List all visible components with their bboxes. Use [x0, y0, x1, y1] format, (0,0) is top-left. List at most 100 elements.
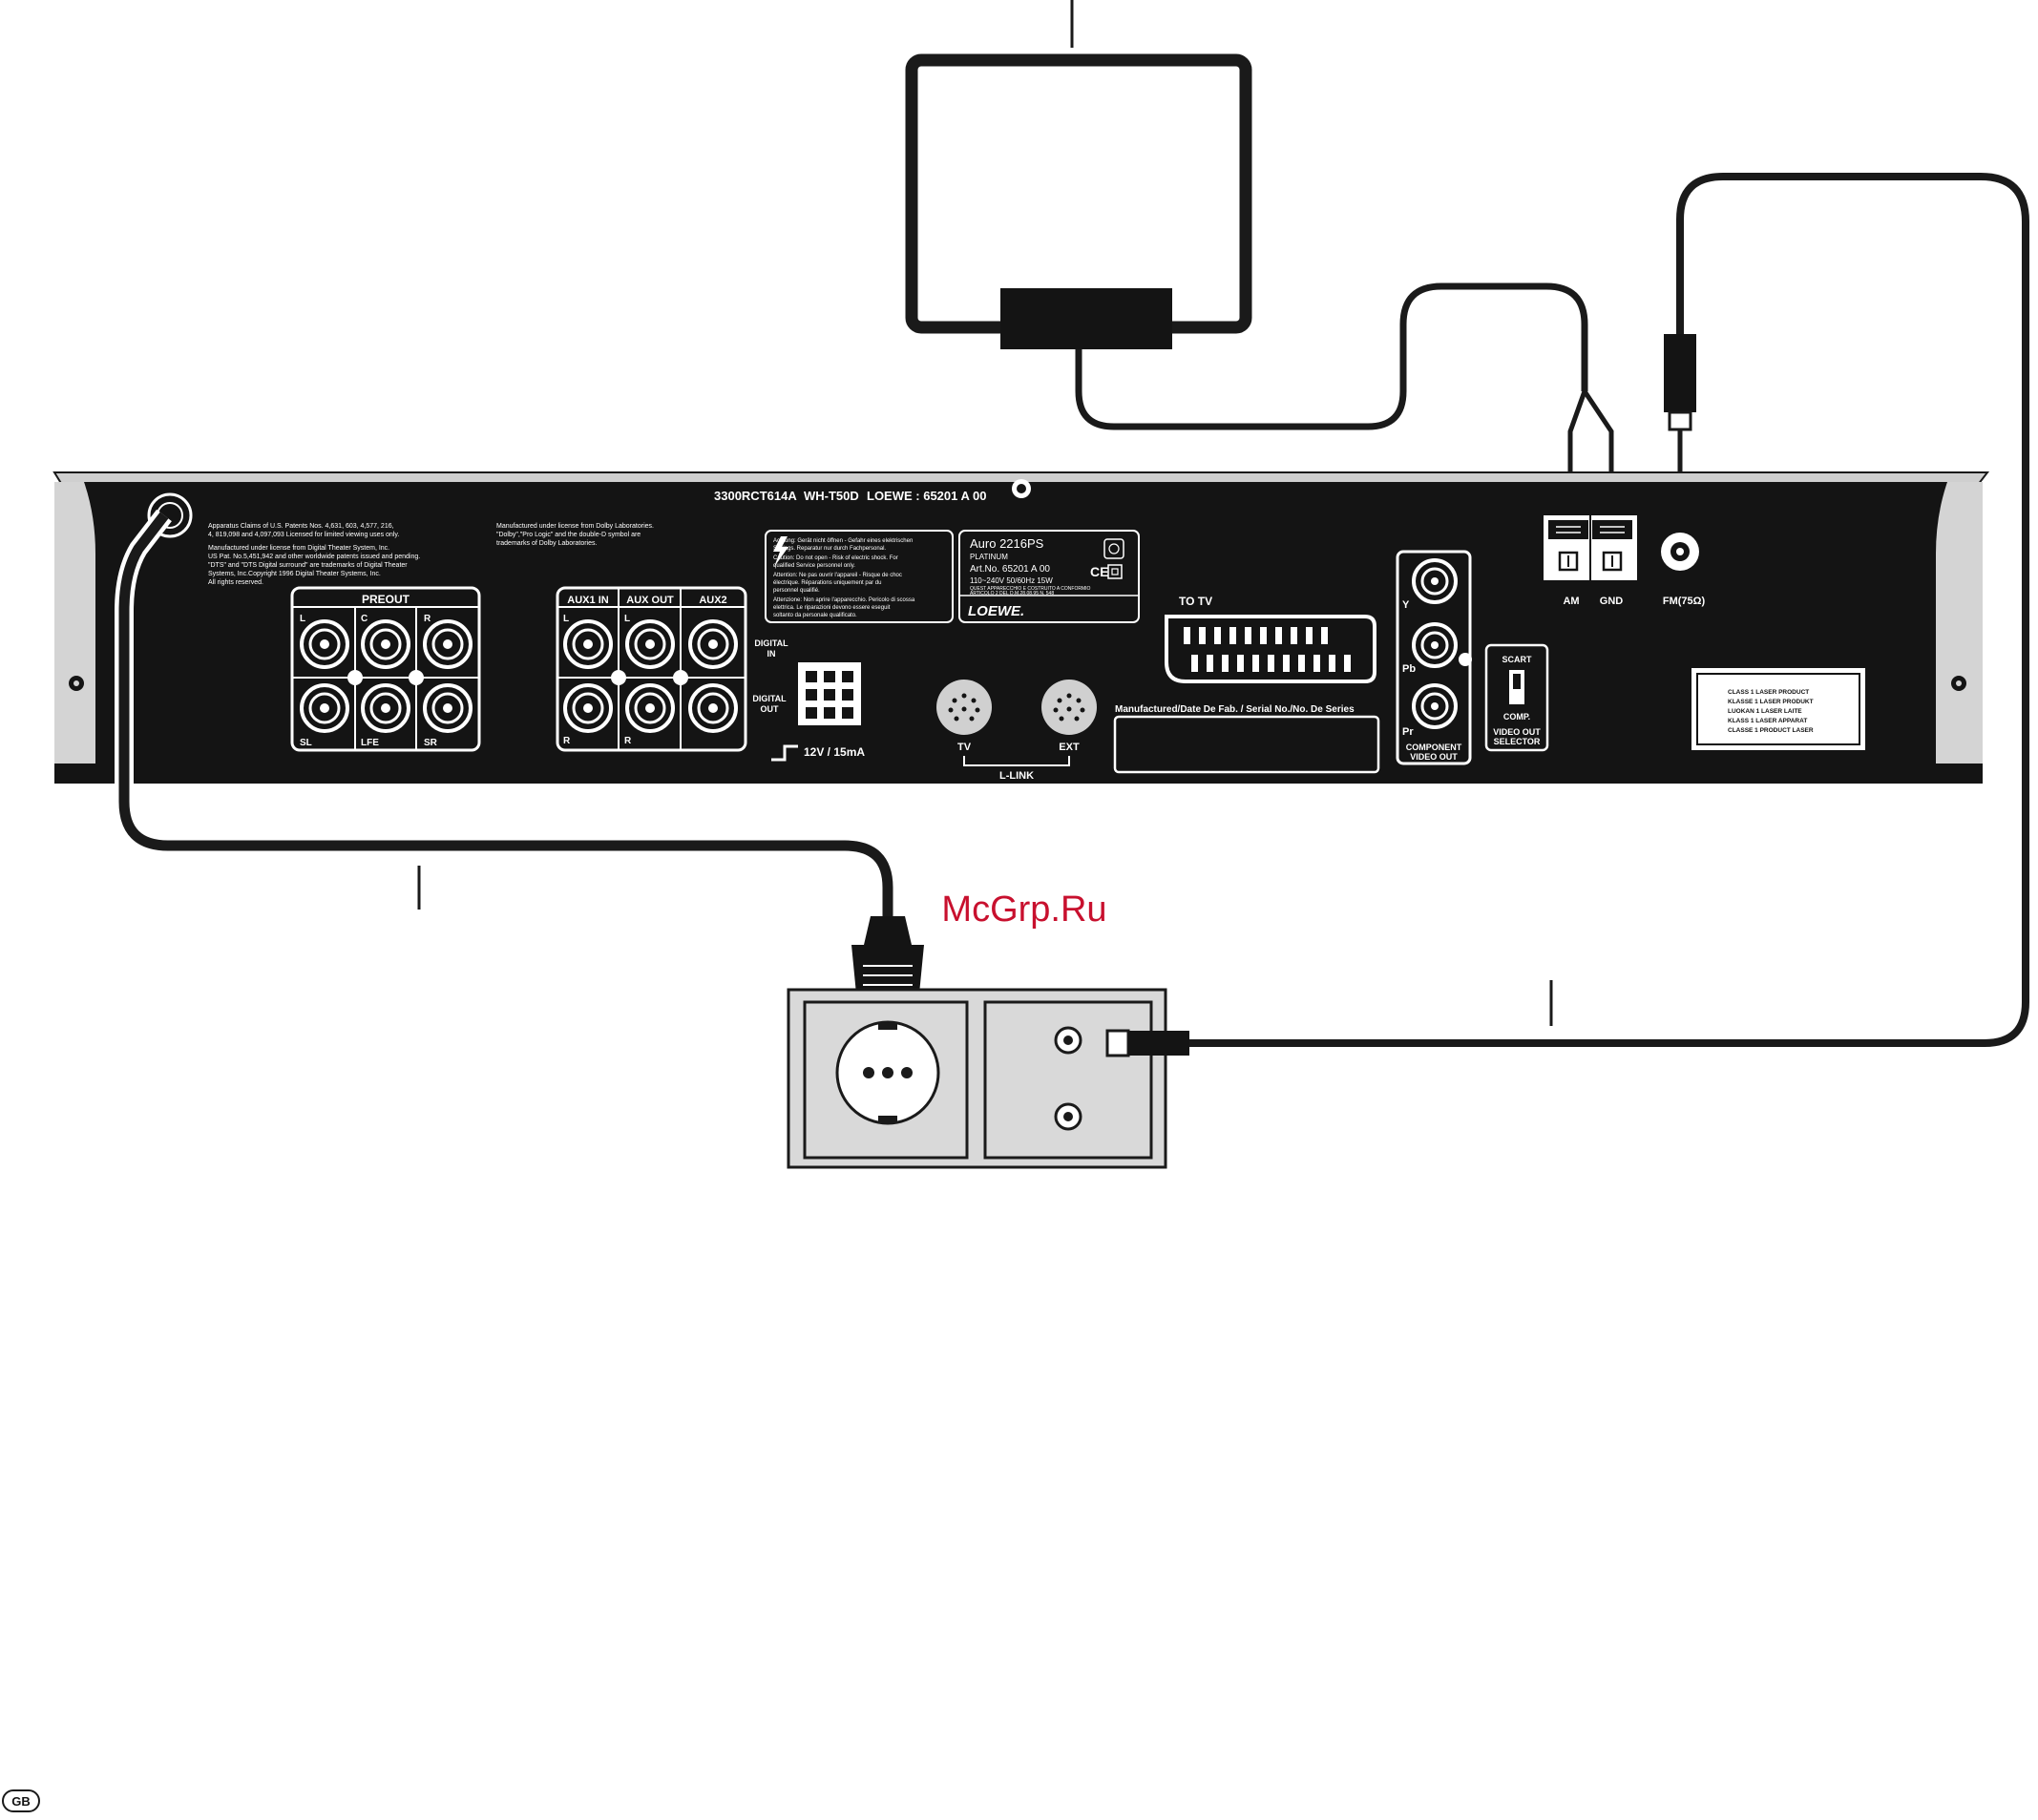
auxout-left-label: L	[624, 614, 630, 624]
selector-caption-2: SELECTOR	[1494, 737, 1541, 746]
preout-jack-sr[interactable]	[423, 683, 473, 733]
serial-label: Manufactured/Date De Fab. / Serial No./N…	[1115, 704, 1355, 715]
auxout-right-label: R	[624, 736, 632, 746]
am-loop-antenna	[905, 0, 1614, 520]
video-out-selector-switch[interactable]	[1509, 670, 1524, 704]
dolby-line-0: Manufactured under license from Dolby La…	[496, 523, 654, 530]
right-cheek	[1936, 482, 1983, 764]
aux-out-jack-l[interactable]	[625, 619, 675, 669]
patents-line-7: All rights reserved.	[208, 579, 263, 586]
recycle-icon	[1103, 538, 1124, 559]
warning-line-8: elettrica. Le riparazioni devono essere …	[773, 605, 891, 611]
left-cheek	[54, 482, 95, 764]
warning-line-2: Caution: Do not open - Risk of electric …	[773, 555, 898, 561]
digital-in-label-2: IN	[767, 649, 776, 659]
receiver-rear-panel: 3300RCT614A WH-T50D LOEWE : 65201 A 00 A…	[53, 471, 1990, 784]
gnd-terminal[interactable]	[1602, 551, 1623, 572]
aux1-in-jack-r[interactable]	[563, 683, 613, 733]
loewe-code: LOEWE : 65201 A 00	[867, 489, 986, 503]
page-badge: GB	[2, 1789, 40, 1812]
power-socket-label: 12V / 15mA	[804, 745, 865, 759]
digital-in-label-1: DIGITAL	[754, 638, 788, 648]
preout-label-sl: SL	[300, 738, 312, 748]
selector-frame	[1484, 643, 1549, 752]
dolby-line-2: trademarks of Dolby Laboratories.	[496, 540, 597, 547]
patents-line-5: "DTS" and "DTS Digital surround" are tra…	[208, 562, 408, 569]
page-badge-text: GB	[11, 1794, 31, 1809]
llink-ext-din-socket[interactable]	[1041, 680, 1097, 735]
preout-section: PREOUT L C R SL LFE SR	[290, 586, 481, 752]
laser-line-2: LUOKAN 1 LASER LAITE	[1728, 708, 1802, 715]
am-terminal[interactable]	[1558, 551, 1579, 572]
top-strip	[668, 483, 1050, 502]
digital-out-jack[interactable]	[688, 683, 738, 733]
aux-out-jack-r[interactable]	[625, 683, 675, 733]
aux1-right-label: R	[563, 736, 571, 746]
laser-line-0: CLASS 1 LASER PRODUCT	[1728, 689, 1809, 696]
am-loop-frame	[905, 53, 1252, 334]
fm-antenna-socket[interactable]	[1661, 533, 1699, 571]
preout-frame	[290, 586, 481, 752]
preout-jack-r[interactable]	[423, 619, 473, 669]
aux1-in-jack-l[interactable]	[563, 619, 613, 669]
fm-plug-tip	[1668, 410, 1692, 431]
12v-control-socket[interactable]	[798, 662, 861, 725]
video-out-selector: SCART COMP. VIDEO OUT SELECTOR	[1484, 643, 1549, 752]
preout-jack-c[interactable]	[361, 619, 410, 669]
model-plate-variant: PLATINUM	[970, 553, 1008, 561]
laser-warning-label: CLASS 1 LASER PRODUCT KLASSE 1 LASER PRO…	[1691, 668, 1865, 750]
component-jack-pb[interactable]	[1412, 622, 1458, 668]
model-code: 3300RCT614A	[714, 489, 797, 503]
tv-antenna-outlet-bottom[interactable]	[1054, 1102, 1082, 1131]
trigger-step-icon	[771, 744, 798, 762]
selector-top-label: SCART	[1502, 655, 1533, 664]
top-strip-right-tab	[1728, 485, 1785, 498]
warning-line-3: qualified Service personnel only.	[773, 563, 855, 569]
wall-socket-plate	[787, 988, 1189, 1169]
warning-line-1: Schlags. Reparatur nur durch Fachpersona…	[773, 546, 886, 552]
gnd-label: GND	[1600, 596, 1624, 607]
double-insulation-icon	[1107, 564, 1123, 579]
llink-tv-din-socket[interactable]	[936, 680, 992, 735]
component-caption-2: VIDEO OUT	[1410, 752, 1458, 762]
preout-jack-sl[interactable]	[300, 683, 349, 733]
warning-line-0: Achtung: Gerät nicht öffnen - Gefahr ein…	[773, 538, 913, 544]
component-jack-y[interactable]	[1412, 558, 1458, 604]
dolby-line-1: "Dolby","Pro Logic" and the double-D sym…	[496, 532, 641, 538]
warning-line-9: soltanto da personale qualificato.	[773, 613, 857, 618]
component-jack-pr[interactable]	[1412, 683, 1458, 729]
preout-label-c: C	[361, 614, 368, 624]
fm-cable-line	[1188, 173, 2029, 1047]
preout-jack-l[interactable]	[300, 619, 349, 669]
ce-mark: CE	[1090, 564, 1108, 579]
preout-label-lfe: LFE	[361, 738, 379, 748]
serial-number-box	[1113, 715, 1380, 774]
preout-label-l: L	[300, 614, 305, 624]
preout-label-r: R	[424, 614, 431, 624]
patents-line-6: Systems, Inc.Copyright 1996 Digital Thea…	[208, 571, 381, 577]
scart-title: TO TV	[1179, 595, 1212, 608]
model-plate-italy-1: QUEST APPARECCHIO E COSTRUITO A CONFORMI…	[970, 586, 1091, 592]
am-antenna-cable	[1075, 282, 1588, 430]
am-label: AM	[1563, 596, 1579, 607]
aux-frame	[556, 586, 747, 752]
preout-jack-lfe[interactable]	[361, 683, 410, 733]
aux1-in-label: AUX1 IN	[567, 595, 608, 606]
model-plate-italy-2: ARTICOLO 2 DEL D.M.28.08.95 N. 548	[970, 591, 1054, 596]
scart-socket[interactable]	[1165, 615, 1376, 683]
digital-out-label-1: DIGITAL	[752, 694, 787, 703]
component-y-label: Y	[1402, 599, 1410, 611]
patents-line-1: 4, 819,098 and 4,097,093 Licensed for li…	[208, 532, 399, 538]
fm-antenna-cable	[1188, 173, 2029, 1047]
laser-line-3: KLASS 1 LASER APPARAT	[1728, 718, 1807, 724]
aux2-digital-in-jack[interactable]	[688, 619, 738, 669]
am-loop-base	[1000, 288, 1172, 349]
preout-label-sr: SR	[424, 738, 438, 748]
warning-line-4: Attention: Ne pas ouvrir l'appareil - Ri…	[773, 573, 902, 578]
component-pb-label: Pb	[1402, 663, 1416, 675]
tv-antenna-outlet-top[interactable]	[1054, 1026, 1082, 1055]
fm-label: FM(75Ω)	[1663, 596, 1706, 607]
patents-line-4: US Pat. No.5,451,942 and other worldwide…	[208, 554, 420, 560]
schuko-outlet[interactable]	[835, 1020, 940, 1125]
